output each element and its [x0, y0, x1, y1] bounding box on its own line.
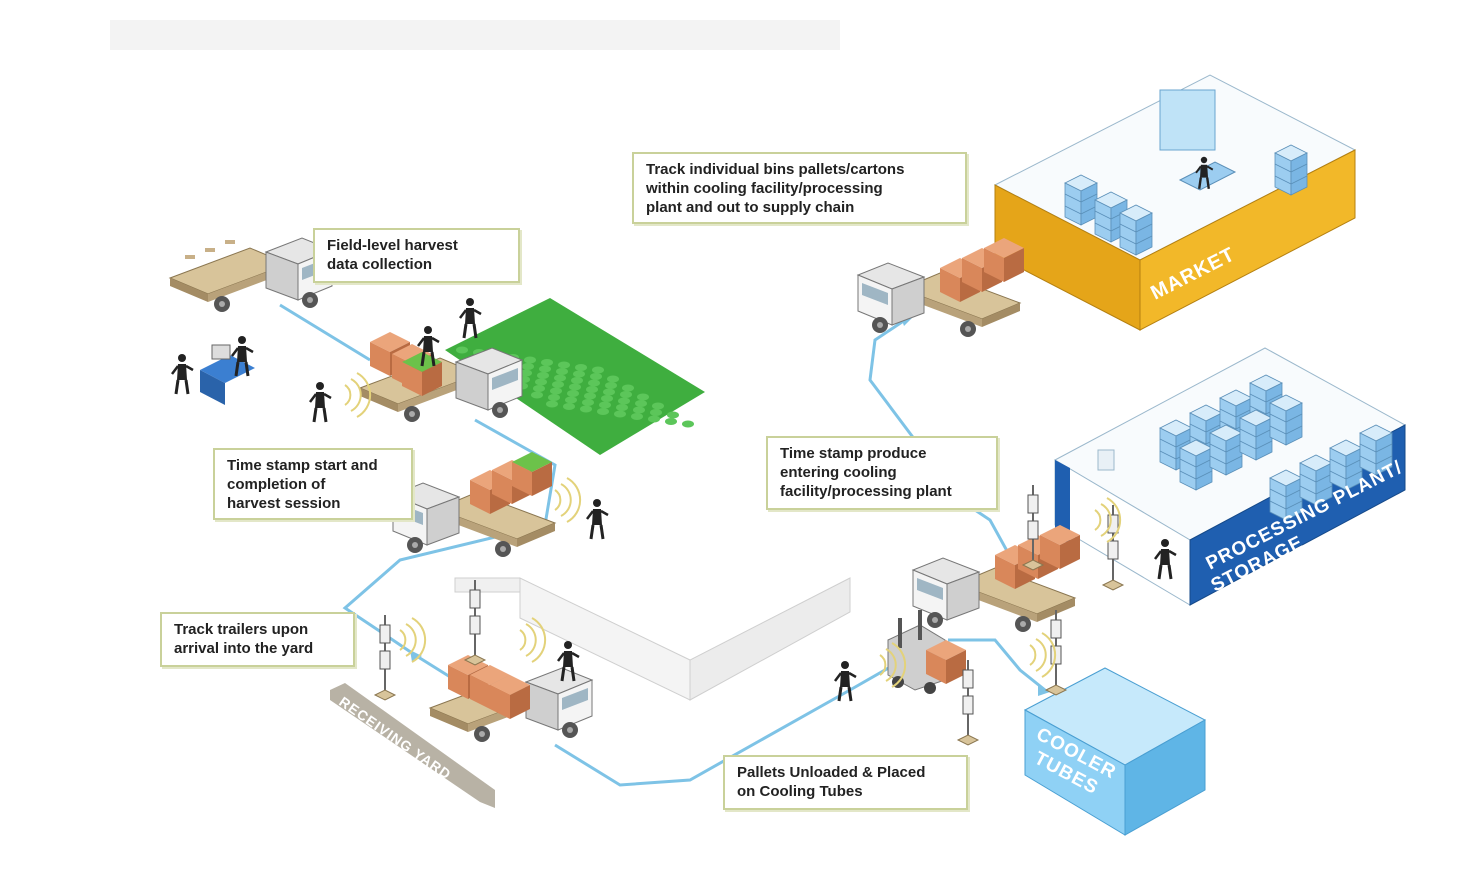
crop-plant: [588, 379, 600, 387]
crop-plant: [586, 386, 598, 393]
crop-plant: [571, 377, 583, 384]
pallet-stack: [1209, 424, 1243, 476]
crop-plant: [575, 364, 587, 371]
pallet-stack: [1269, 394, 1303, 446]
callout-line: Time stamp start and: [227, 457, 378, 474]
truck-empty: [169, 237, 333, 313]
route-arrow-2: [410, 650, 422, 662]
truck-yard: [429, 655, 593, 743]
callout-line: data collection: [327, 256, 433, 273]
crop-plant: [650, 409, 662, 416]
crop-plant: [558, 361, 570, 369]
crop-plant: [569, 383, 581, 391]
crop-plant: [616, 404, 628, 411]
callout-line: Field-level harvest: [327, 237, 458, 254]
worker-4: [458, 296, 483, 340]
crop-plant: [637, 393, 649, 401]
crop-plant: [635, 400, 647, 407]
crop-plant: [554, 374, 566, 382]
processing-plant: PROCESSING PLANT/ STORAGE: [1053, 347, 1406, 606]
crop-plant: [622, 384, 634, 392]
callout-track-trailers: Track trailers upon arrival into the yar…: [160, 612, 355, 667]
crop-plant: [605, 382, 617, 389]
callout-time-stamp-harvest: Time stamp start and completion of harve…: [213, 448, 413, 520]
callout-pallets-unloaded: Pallets Unloaded & Placed on Cooling Tub…: [723, 755, 968, 810]
worker-3: [308, 380, 333, 424]
crop-plant: [582, 399, 594, 406]
pallet-stack: [1179, 439, 1213, 491]
route-path: [279, 303, 1046, 787]
crop-plant: [556, 368, 568, 375]
crop-plant: [533, 385, 545, 392]
callout-line: entering cooling: [780, 464, 897, 481]
callout-line: plant and out to supply chain: [646, 199, 855, 216]
callout-line: harvest session: [227, 495, 341, 512]
crop-plant: [665, 418, 677, 425]
rfid-antenna-1: [374, 614, 396, 701]
crop-plant: [590, 373, 602, 380]
crop-plant: [614, 410, 626, 418]
callout-field-harvest: Field-level harvest data collection: [313, 228, 520, 283]
crop-plant: [648, 415, 660, 423]
crop-plant: [520, 369, 532, 377]
cooler-tubes: COOLER TUBES: [1023, 667, 1207, 836]
crop-plant: [618, 397, 630, 405]
truck-market: [857, 238, 1024, 338]
crop-plant: [573, 370, 585, 378]
crop-plant: [631, 413, 643, 420]
crop-plant: [592, 366, 604, 374]
crop-plant: [652, 402, 664, 410]
callout-line: Pallets Unloaded & Placed: [737, 764, 926, 781]
crop-plant: [601, 395, 613, 402]
crop-plant: [552, 381, 564, 388]
callout-line: within cooling facility/processing: [646, 180, 883, 197]
crop-plant: [548, 394, 560, 401]
crop-plant: [563, 403, 575, 410]
route-arrow-3: [1038, 684, 1050, 696]
worker-1: [170, 352, 195, 396]
crop-plant: [524, 356, 536, 364]
crop-plant: [537, 372, 549, 379]
crop-plant: [603, 388, 615, 396]
rfid-antenna-2: [464, 579, 486, 666]
crop-plant: [667, 411, 679, 419]
callout-line: facility/processing plant: [780, 483, 952, 500]
crop-plant: [541, 359, 553, 366]
crop-plant: [599, 401, 611, 409]
crop-plant: [607, 375, 619, 383]
crop-plant: [597, 408, 609, 415]
callout-line: Time stamp produce: [780, 445, 927, 462]
crop-plant: [531, 391, 543, 399]
callout-line: completion of: [227, 476, 326, 493]
crop-plant: [539, 365, 551, 373]
crop-plant: [567, 390, 579, 397]
crop-plant: [522, 363, 534, 370]
worker-6: [585, 497, 610, 541]
callout-line: arrival into the yard: [174, 640, 314, 657]
callout-line: Track individual bins pallets/cartons: [646, 161, 905, 178]
crop-plant: [550, 387, 562, 395]
rfid-wave-2: [554, 477, 582, 523]
crop-plant: [620, 391, 632, 398]
callout-bins-tracking: Track individual bins pallets/cartons wi…: [632, 152, 967, 224]
crop-plant: [535, 378, 547, 386]
crop-plant: [633, 406, 645, 414]
market-building: MARKET: [993, 74, 1357, 331]
callout-time-stamp-cooling: Time stamp produce entering cooling faci…: [766, 436, 998, 510]
callout-line: on Cooling Tubes: [737, 783, 863, 800]
crop-plant: [565, 396, 577, 404]
blurred-header: [110, 20, 840, 50]
crop-plant: [682, 420, 694, 428]
crop-plant: [546, 400, 558, 408]
callout-line: Track trailers upon: [174, 621, 309, 638]
pallet-stack: [1239, 409, 1273, 461]
crop-plant: [580, 405, 592, 413]
crop-plant: [456, 346, 468, 354]
crop-plant: [584, 392, 596, 400]
truck-plant: [912, 525, 1080, 633]
